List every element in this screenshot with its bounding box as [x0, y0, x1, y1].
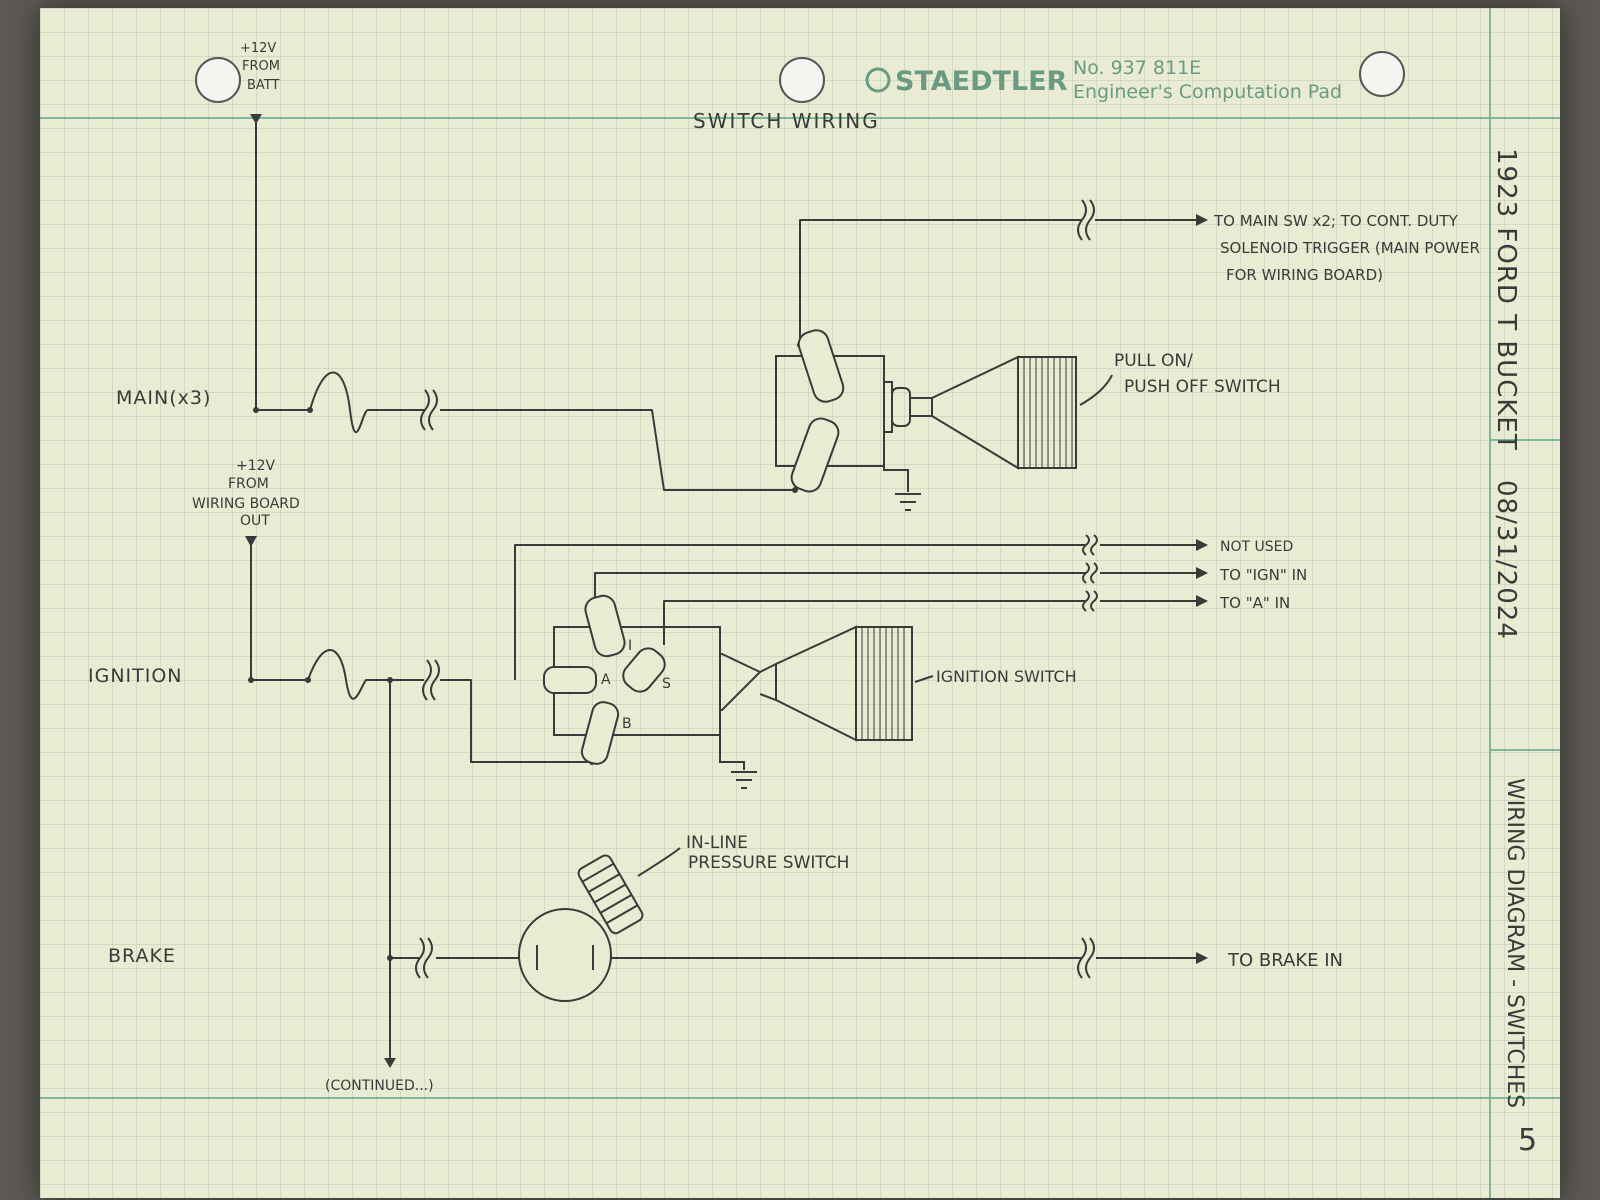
pad-brand: STAEDTLER — [895, 66, 1068, 97]
svg-text:WIRING BOARD: WIRING BOARD — [192, 496, 300, 512]
arrow-down-icon — [250, 114, 262, 124]
continued-label: (CONTINUED...) — [325, 1078, 434, 1094]
side-panel: 1923 FORD T BUCKET 08/31/2024 WIRING DIA… — [1491, 148, 1537, 1158]
pressure-switch-label: IN-LINE PRESSURE SWITCH — [686, 833, 849, 873]
circuit-ignition-label: IGNITION — [88, 665, 183, 687]
paper-sheet — [40, 8, 1560, 1198]
drawing-date: 08/31/2024 — [1491, 480, 1521, 640]
pressure-switch — [518, 847, 681, 1002]
svg-text:OUT: OUT — [240, 513, 270, 529]
svg-text:FROM: FROM — [228, 476, 269, 492]
pad-header: STAEDTLER No. 937 811E Engineer's Comput… — [865, 57, 1342, 103]
output-ign-label: TO "IGN" IN — [1219, 566, 1307, 584]
arrow-heads — [245, 114, 1208, 1068]
svg-text:FROM: FROM — [242, 59, 280, 74]
pad-product: Engineer's Computation Pad — [1073, 81, 1342, 103]
svg-text:SOLENOID TRIGGER (MAIN POWER: SOLENOID TRIGGER (MAIN POWER — [1220, 239, 1480, 257]
arrow-right-icon — [1196, 595, 1208, 607]
staedtler-logo-icon — [865, 67, 891, 93]
terminal-i-label: I — [628, 638, 632, 654]
drawing-subject: WIRING DIAGRAM - SWITCHES — [1502, 778, 1527, 1108]
ignition-switch-label: IGNITION SWITCH — [936, 667, 1077, 686]
svg-text:IN-LINE: IN-LINE — [686, 833, 748, 853]
pad-number: No. 937 811E — [1073, 57, 1201, 79]
svg-text:PUSH OFF SWITCH: PUSH OFF SWITCH — [1124, 377, 1281, 397]
battery-source-label: +12V FROM BATT — [240, 41, 280, 93]
arrow-down-icon — [245, 536, 257, 547]
pull-push-switch — [775, 329, 1113, 493]
pull-switch-label: PULL ON/ PUSH OFF SWITCH — [1114, 351, 1281, 397]
terminal-s-label: S — [662, 676, 671, 692]
output-not-used-label: NOT USED — [1220, 539, 1293, 555]
ground-icon — [731, 771, 757, 789]
main-input-wire — [440, 409, 795, 491]
circuit-main-label: MAIN(x3) — [116, 387, 211, 409]
page-title: SWITCH WIRING — [693, 109, 880, 133]
arrow-right-icon — [1196, 214, 1208, 226]
brake-output-label: TO BRAKE IN — [1227, 950, 1343, 971]
svg-text:+12V: +12V — [236, 458, 276, 474]
svg-text:PULL ON/: PULL ON/ — [1114, 351, 1193, 371]
terminal-a-label: A — [601, 672, 611, 688]
pressure-switch-leader — [637, 847, 681, 877]
page-margins — [40, 8, 1560, 1198]
arrow-right-icon — [1196, 952, 1208, 964]
svg-text:TO MAIN SW x2; TO CONT. DUTY: TO MAIN SW x2; TO CONT. DUTY — [1213, 212, 1459, 230]
wires — [250, 120, 1196, 1058]
circuit-brake-label: BRAKE — [108, 945, 176, 967]
ground-icon — [895, 493, 921, 511]
terminal-b-label: B — [622, 716, 632, 732]
main-output-label: TO MAIN SW x2; TO CONT. DUTY SOLENOID TR… — [1213, 212, 1480, 284]
break-marks — [415, 199, 1098, 979]
page-number: 5 — [1518, 1123, 1537, 1158]
punch-holes — [195, 51, 1405, 103]
project-title: 1923 FORD T BUCKET — [1491, 148, 1521, 451]
arrow-right-icon — [1196, 567, 1208, 579]
ign-switch-leader — [914, 675, 934, 683]
pull-switch-leader — [1079, 374, 1113, 406]
arrow-down-icon — [384, 1058, 396, 1068]
output-a-label: TO "A" IN — [1219, 594, 1290, 612]
arrow-right-icon — [1196, 539, 1208, 551]
svg-text:FOR WIRING BOARD): FOR WIRING BOARD) — [1226, 266, 1383, 284]
svg-text:PRESSURE SWITCH: PRESSURE SWITCH — [688, 853, 849, 873]
board-source-label: +12V FROM WIRING BOARD OUT — [192, 458, 300, 529]
ignition-switch — [543, 594, 934, 770]
svg-text:BATT: BATT — [247, 78, 280, 93]
svg-text:+12V: +12V — [240, 41, 276, 56]
